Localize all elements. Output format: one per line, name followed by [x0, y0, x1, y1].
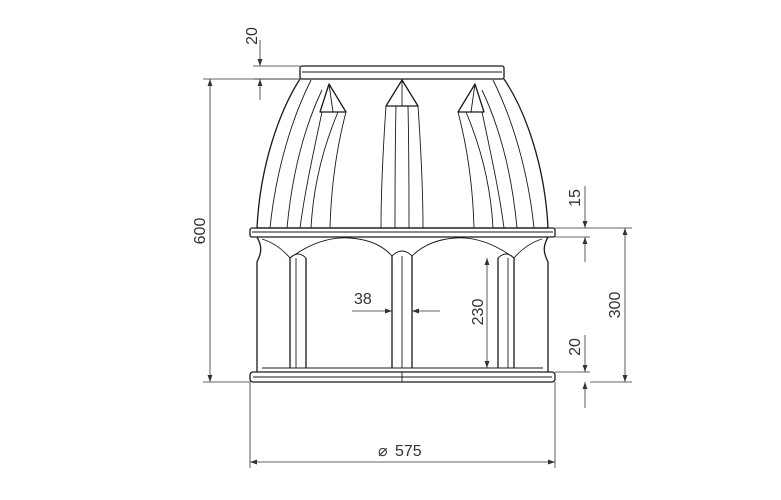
dimension-collar: 15 [555, 186, 590, 262]
lower-section [256, 236, 549, 372]
dimension-panel-height: 230 [470, 258, 490, 368]
lower-rib-left [289, 253, 307, 368]
dimension-text-overall-height: 600 [192, 218, 209, 245]
collar-ring [249, 227, 556, 238]
dimension-text-top-rim: 20 [244, 27, 261, 45]
lower-rib-center [391, 256, 413, 368]
dimension-text-panel-height: 230 [470, 299, 487, 326]
dome-rib-center [380, 79, 424, 229]
dimension-lower-height: 300 [590, 227, 632, 383]
dimension-text-bottom-flange: 20 [567, 338, 584, 356]
dimension-rib-width: 38 [352, 291, 440, 314]
dimension-text-collar: 15 [567, 189, 584, 207]
dimension-text-diameter: 575 [395, 443, 422, 460]
dimension-diameter: ⌀ 575 [249, 382, 556, 468]
dome-section [256, 65, 549, 229]
dimension-top-rim: 20 [244, 27, 300, 100]
bottom-flange [249, 371, 556, 383]
dimension-overall-height: 600 [192, 78, 300, 383]
dome-rib-right [457, 83, 505, 229]
diameter-symbol: ⌀ [378, 443, 388, 460]
dimension-text-lower-height: 300 [607, 292, 624, 319]
dimension-bottom-flange: 20 [555, 335, 590, 408]
dome-rib-left [299, 83, 347, 229]
top-rim [299, 65, 505, 80]
dimension-text-rib-width: 38 [354, 291, 372, 308]
lower-rib-right [497, 253, 515, 368]
